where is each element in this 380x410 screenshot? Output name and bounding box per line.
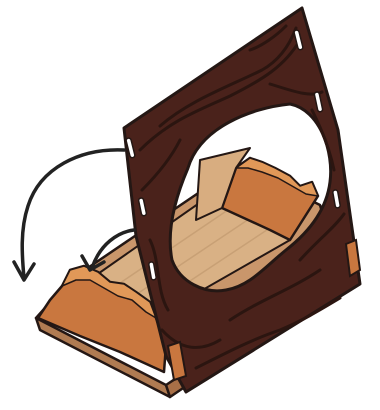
wooden-stand-illustration xyxy=(0,0,380,410)
